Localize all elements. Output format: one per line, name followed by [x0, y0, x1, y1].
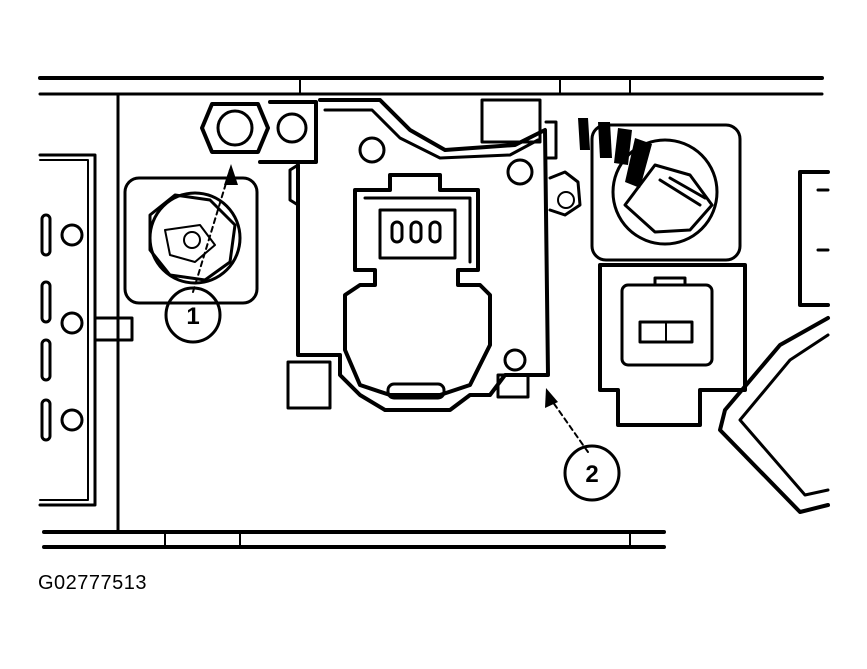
electrical-connector [343, 173, 492, 400]
right-connector [598, 263, 747, 427]
left-panel [38, 92, 134, 534]
right-bulb-socket [578, 118, 742, 262]
left-bulb-socket [123, 176, 259, 305]
callout-2: 2 [545, 388, 621, 502]
figure-id: G02777513 [38, 572, 148, 594]
callout-2-label: 2 [585, 461, 598, 488]
mounting-nut [200, 100, 318, 164]
frame-rails [38, 76, 824, 549]
module-body [288, 98, 582, 412]
callout-1: 1 [164, 164, 238, 344]
right-edge-part [718, 170, 830, 514]
mount-feet [286, 360, 530, 410]
callout-1-label: 1 [186, 303, 199, 330]
